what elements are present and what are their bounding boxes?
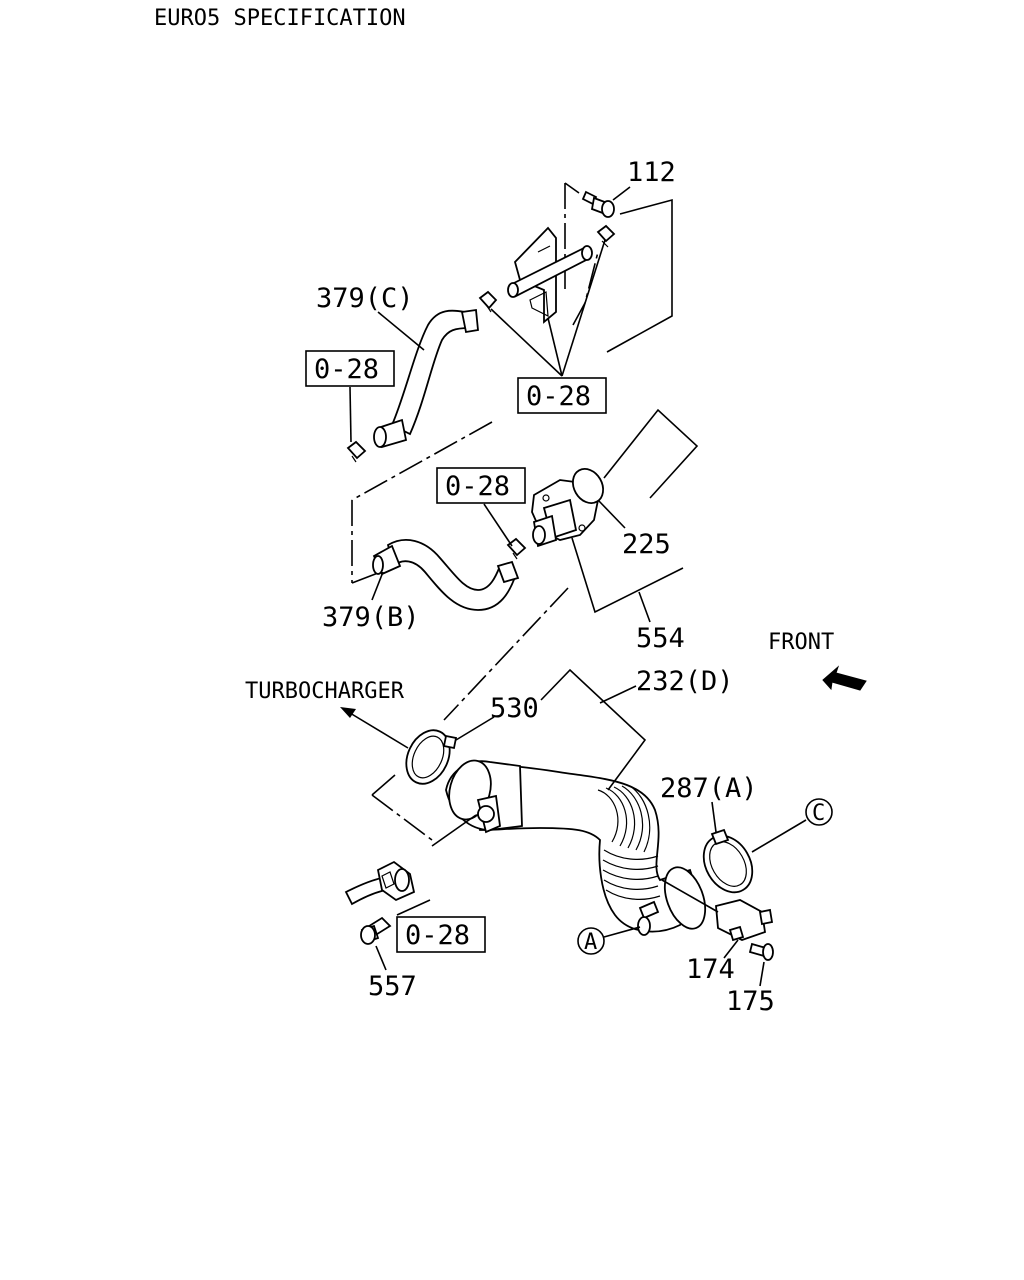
- turbocharger-arrow-icon: [340, 707, 409, 749]
- label-379c: 379(C): [316, 283, 414, 314]
- reference-circle-c: C: [805, 798, 833, 826]
- label-287a: 287(A): [660, 773, 758, 804]
- label-554: 554: [636, 623, 685, 654]
- front-label: FRONT: [768, 630, 834, 655]
- intake-duct-232d: [445, 759, 707, 936]
- front-arrow-icon: [822, 665, 867, 691]
- bolt-557: [360, 916, 392, 945]
- label-225: 225: [622, 529, 671, 560]
- reference-circle-a: A: [577, 927, 605, 955]
- ref-box-left: 0-28: [314, 354, 379, 385]
- ref-box-middle: 0-28: [445, 471, 510, 502]
- ref-box-center: 0-28: [526, 381, 591, 412]
- gasket-225: [572, 468, 604, 504]
- bolt-112: [581, 190, 615, 218]
- sensor-174: [715, 899, 774, 942]
- turbocharger-label: TURBOCHARGER: [245, 679, 405, 704]
- hose-clip-upper-right: [596, 224, 616, 248]
- circle-c-label: C: [812, 801, 825, 826]
- label-112: 112: [627, 157, 676, 188]
- hose-379c: [373, 308, 479, 449]
- ref-box-lower: 0-28: [405, 920, 470, 951]
- spec-title: EURO5 SPECIFICATION: [154, 6, 406, 31]
- label-379b: 379(B): [322, 602, 420, 633]
- screw-175: [748, 942, 774, 961]
- hose-379b: [372, 539, 520, 611]
- hose-clip-middle: [506, 537, 527, 560]
- label-174: 174: [686, 954, 735, 985]
- circle-a-label: A: [584, 930, 597, 955]
- label-557: 557: [368, 971, 417, 1002]
- hose-clip-upper-left: [478, 290, 498, 313]
- label-232d: 232(D): [636, 666, 734, 697]
- clamp-287a: [702, 828, 754, 894]
- pipe-bracket: [507, 226, 593, 324]
- pipe-fitting-557: [344, 860, 416, 906]
- label-530: 530: [490, 693, 539, 724]
- label-175: 175: [726, 986, 775, 1017]
- clamp-530: [405, 729, 458, 785]
- hose-clip-lower-left: [346, 440, 367, 463]
